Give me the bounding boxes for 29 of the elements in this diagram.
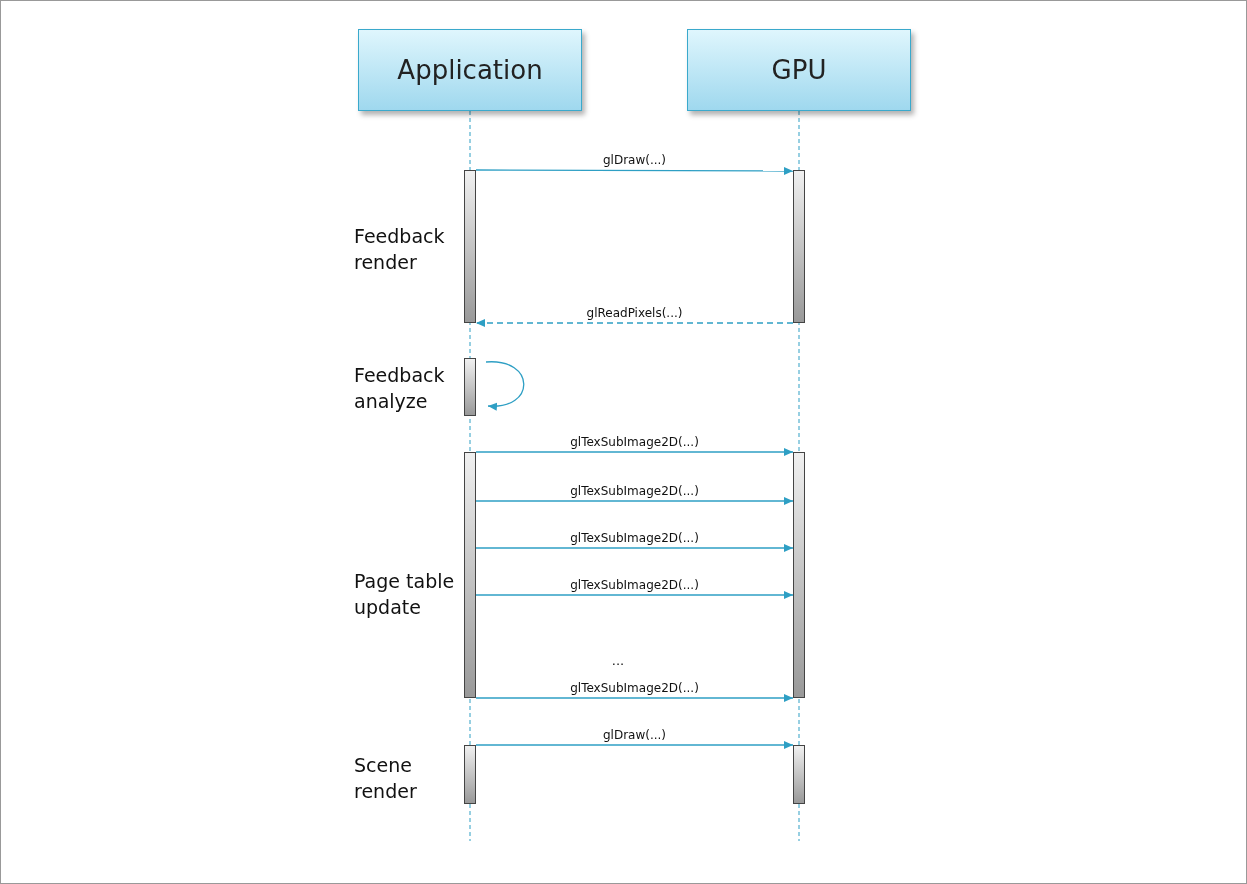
participant-box: GPU [687, 29, 911, 111]
phase-label: Page table update [354, 569, 456, 620]
ellipsis-note: ... [611, 653, 625, 668]
message-arrow [485, 361, 525, 410]
phase-label: Scene render [354, 753, 418, 804]
edge-label: glTexSubImage2D(...) [568, 484, 701, 498]
edge-label: glTexSubImage2D(...) [568, 681, 701, 695]
message-arrow [475, 166, 794, 175]
phase-label: Feedback analyze [354, 363, 446, 414]
phase-label: Feedback render [354, 224, 446, 275]
edge-label: glTexSubImage2D(...) [568, 531, 701, 545]
participant-box: Application [358, 29, 582, 111]
edge-label: glTexSubImage2D(...) [568, 435, 701, 449]
edge-label: glTexSubImage2D(...) [568, 578, 701, 592]
activation-bar [464, 358, 476, 416]
message-arrow [475, 319, 794, 327]
activation-bar [464, 452, 476, 698]
message-arrow [475, 544, 794, 552]
activation-bar [793, 452, 805, 698]
message-arrow [475, 694, 794, 702]
message-arrow [475, 497, 794, 505]
message-arrow [475, 591, 794, 599]
message-arrow [475, 741, 794, 749]
activation-bar [793, 745, 805, 804]
message-arrow [475, 448, 794, 456]
activation-bar [464, 745, 476, 804]
activation-bar [464, 170, 476, 323]
edge-label: glReadPixels(...) [584, 306, 685, 320]
activation-bar [793, 170, 805, 323]
